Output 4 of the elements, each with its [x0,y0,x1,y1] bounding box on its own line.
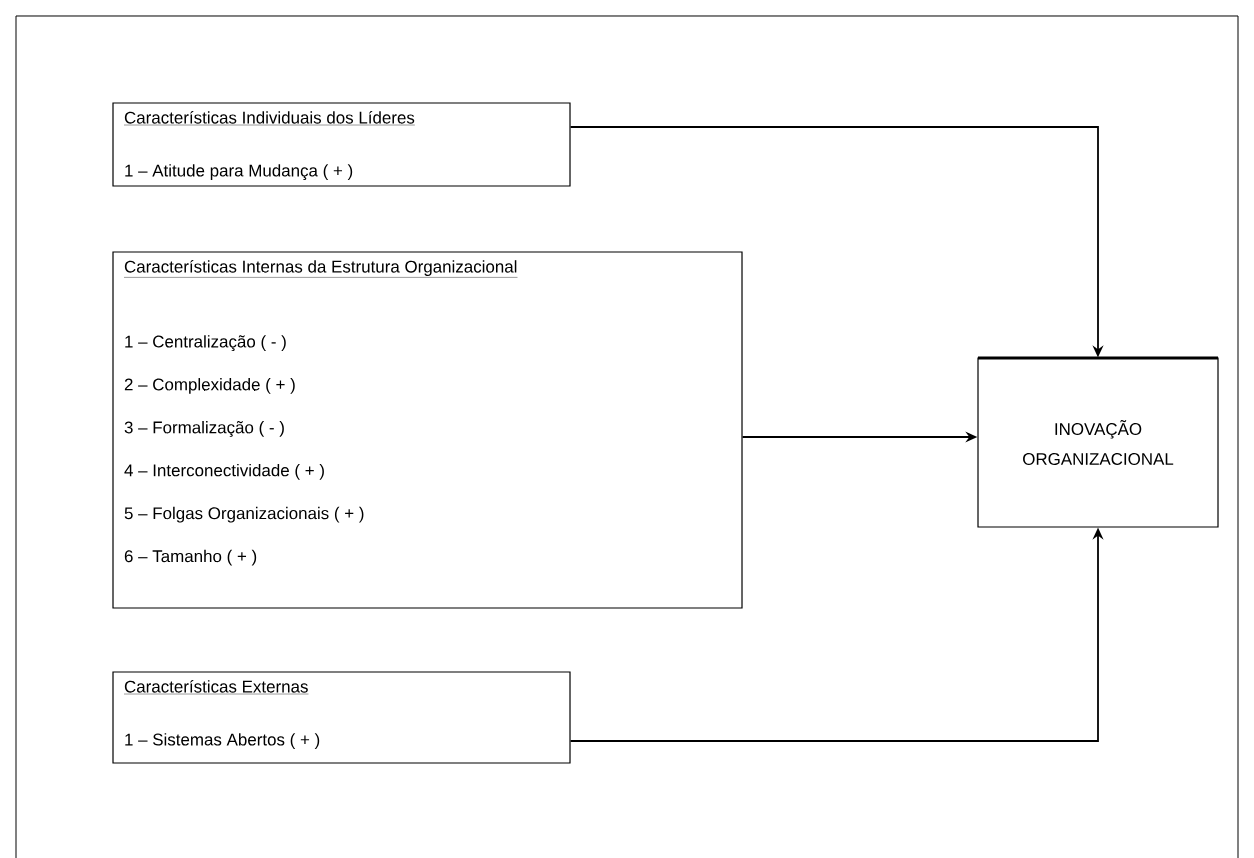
factor-box: Características Individuais dos Líderes 1 – Atitude para Mudança ( + ) [112,102,571,187]
factor-box: Características Externas 1 – Sistemas Abertos ( + ) [112,671,571,764]
factor-box: Características Internas da Estrutura Organizacional 1 – Centralização ( - ) 2 – Complexidade ( + ) 3 – Formalização ( - ) 4 – Interconectividade ( + ) 5 – Folgas Organizacionais ( + ) 6 – Tamanho ( + ) [112,251,743,609]
result-box: INOVAÇÃO ORGANIZACIONAL [977,357,1219,528]
